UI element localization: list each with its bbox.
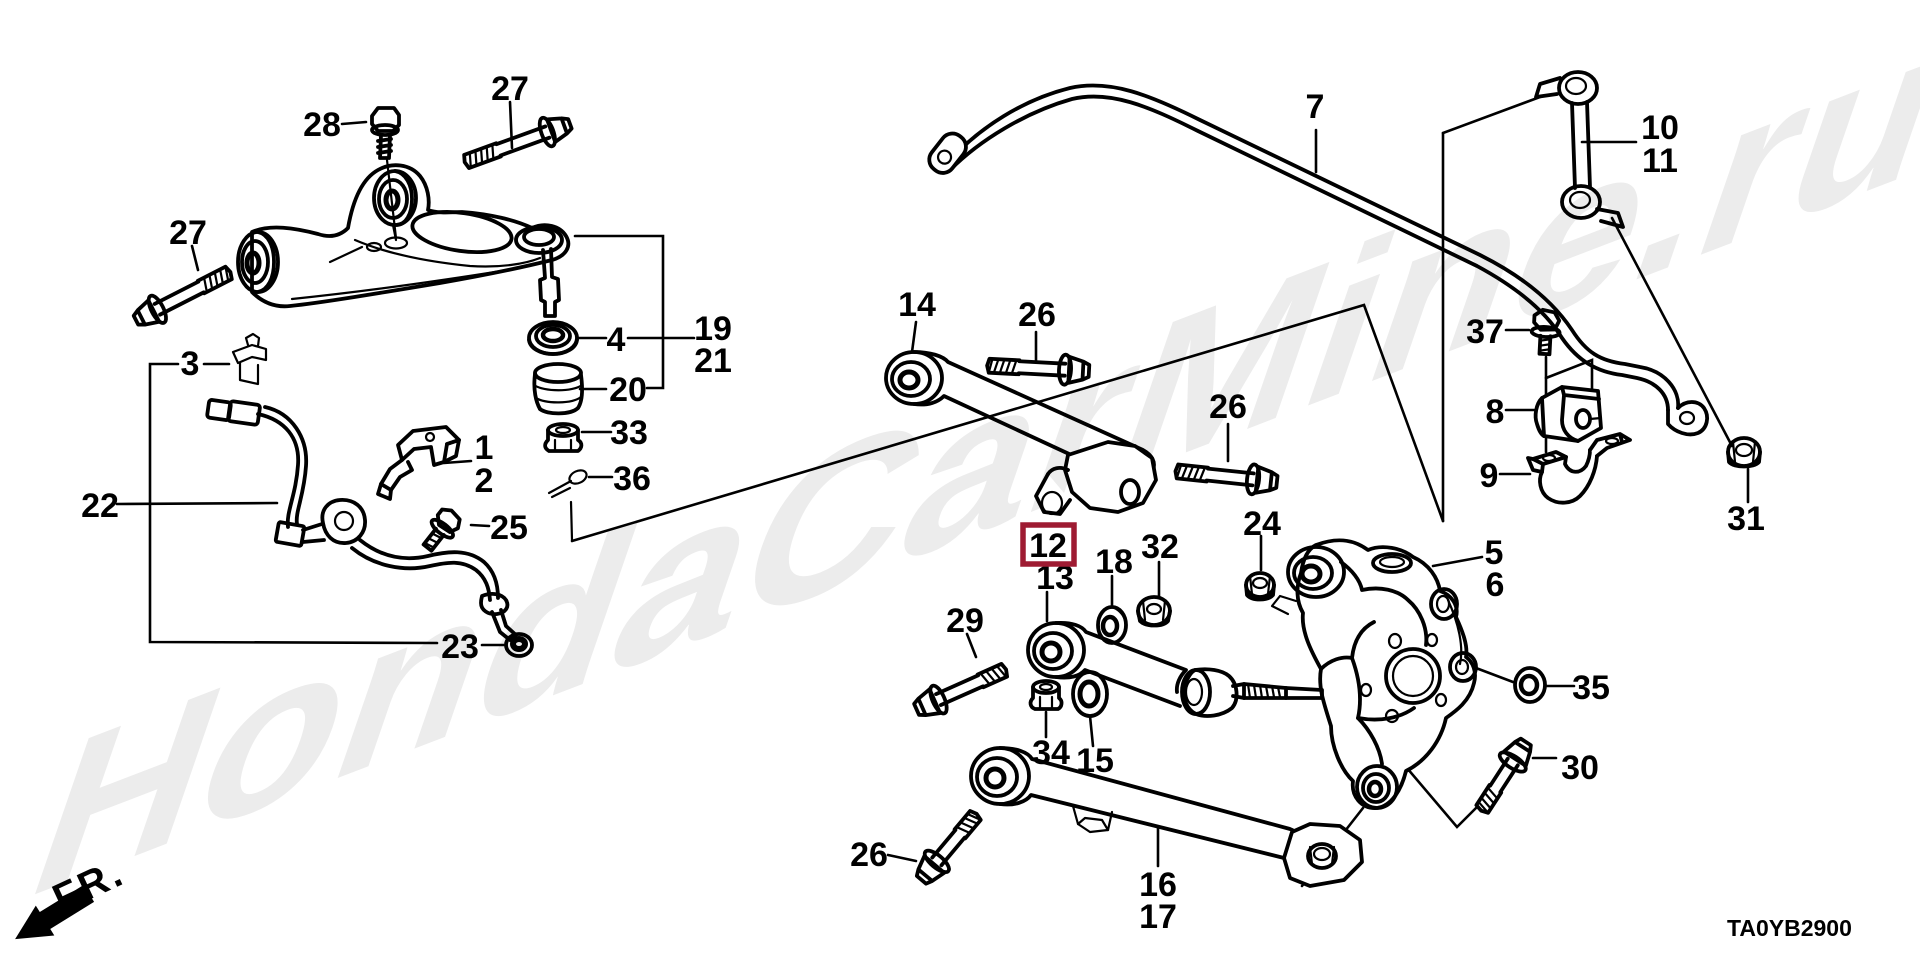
svg-text:35: 35 (1572, 669, 1610, 707)
svg-text:10: 10 (1641, 109, 1679, 147)
svg-text:7: 7 (1306, 88, 1325, 126)
svg-text:8: 8 (1486, 393, 1505, 431)
svg-text:12: 12 (1029, 527, 1067, 565)
svg-text:33: 33 (610, 414, 648, 452)
svg-text:17: 17 (1139, 898, 1177, 936)
svg-text:28: 28 (303, 106, 341, 144)
svg-text:26: 26 (850, 836, 888, 874)
svg-text:25: 25 (490, 509, 528, 547)
svg-text:19: 19 (694, 310, 732, 348)
svg-text:18: 18 (1095, 543, 1133, 581)
svg-text:29: 29 (946, 602, 984, 640)
svg-text:30: 30 (1561, 749, 1599, 787)
svg-text:27: 27 (491, 70, 529, 108)
svg-text:3: 3 (181, 345, 200, 383)
svg-text:21: 21 (694, 342, 732, 380)
svg-text:6: 6 (1486, 566, 1505, 604)
svg-text:26: 26 (1209, 388, 1247, 426)
svg-text:32: 32 (1141, 528, 1179, 566)
svg-text:23: 23 (441, 628, 479, 666)
svg-text:5: 5 (1485, 534, 1504, 572)
svg-text:27: 27 (169, 214, 207, 252)
svg-text:TA0YB2900: TA0YB2900 (1727, 915, 1852, 941)
svg-text:9: 9 (1480, 457, 1499, 495)
svg-text:36: 36 (613, 460, 651, 498)
svg-text:11: 11 (1642, 142, 1678, 180)
svg-text:24: 24 (1243, 505, 1281, 543)
svg-text:1: 1 (475, 429, 494, 467)
svg-text:26: 26 (1018, 296, 1056, 334)
svg-text:14: 14 (898, 286, 936, 324)
svg-text:31: 31 (1727, 500, 1765, 538)
svg-text:2: 2 (475, 462, 494, 500)
svg-text:20: 20 (609, 371, 647, 409)
svg-text:37: 37 (1466, 313, 1504, 351)
svg-text:16: 16 (1139, 866, 1177, 904)
svg-text:22: 22 (81, 487, 119, 525)
svg-text:4: 4 (607, 321, 626, 359)
